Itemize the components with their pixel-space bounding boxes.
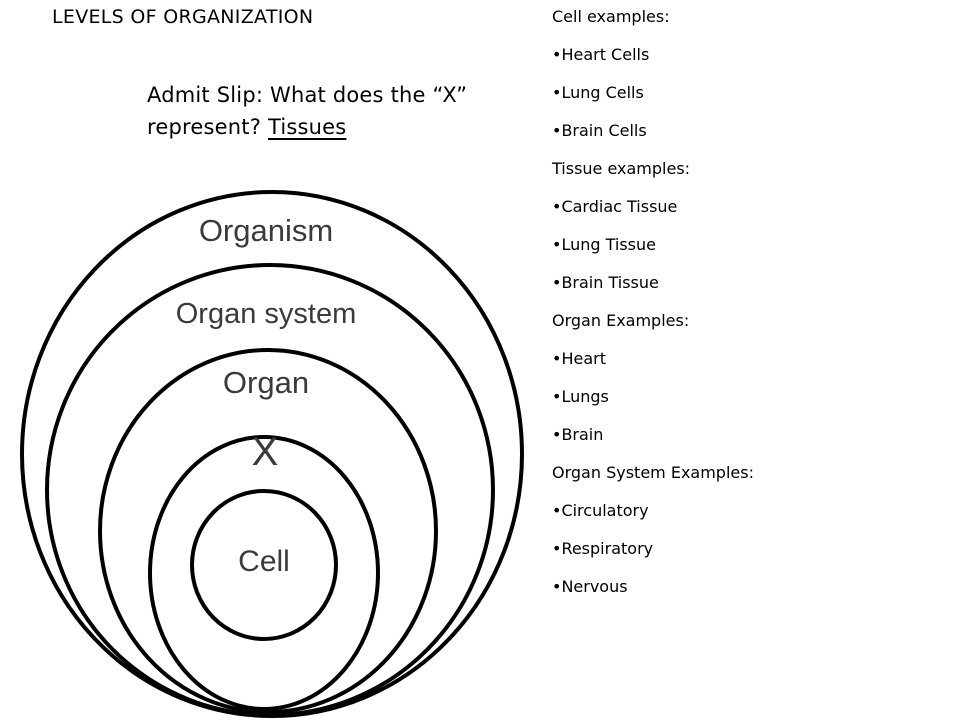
examples-list: Cell examples: Heart Cells Lung Cells Br…	[552, 7, 754, 615]
admit-slip-answer: Tissues	[267, 115, 347, 139]
organ-circle	[98, 348, 438, 714]
list-item: Lungs	[552, 387, 754, 406]
list-item: Brain Cells	[552, 121, 754, 140]
x-circle	[148, 435, 380, 711]
page-title: LEVELS OF ORGANIZATION	[52, 6, 314, 28]
cell-circle	[190, 489, 338, 641]
admit-slip-question-end: represent?	[147, 115, 262, 139]
organ-examples-items: Heart Lungs Brain	[552, 349, 754, 444]
list-item: Circulatory	[552, 501, 754, 520]
list-item: Cardiac Tissue	[552, 197, 754, 216]
tissue-examples-items: Cardiac Tissue Lung Tissue Brain Tissue	[552, 197, 754, 292]
list-item: Respiratory	[552, 539, 754, 558]
cell-examples: Cell examples: Heart Cells Lung Cells Br…	[552, 7, 754, 140]
organ-system-examples-items: Circulatory Respiratory Nervous	[552, 501, 754, 596]
list-item: Brain Tissue	[552, 273, 754, 292]
levels-diagram: Organism Organ system Organ X Cell	[20, 190, 524, 718]
admit-slip: Admit Slip: What does the “X” represent?…	[147, 79, 467, 143]
tissue-examples-heading: Tissue examples:	[552, 159, 691, 178]
organ-system-label: Organ system	[176, 298, 357, 330]
list-item: Nervous	[552, 577, 754, 596]
list-item: Heart Cells	[552, 45, 754, 64]
cell-examples-items: Heart Cells Lung Cells Brain Cells	[552, 45, 754, 140]
list-item: Lung Cells	[552, 83, 754, 102]
list-item: Brain	[552, 425, 754, 444]
organ-examples-heading: Organ Examples:	[552, 311, 690, 330]
cell-examples-heading: Cell examples:	[552, 7, 670, 26]
organism-label: Organism	[199, 213, 333, 248]
list-item: Lung Tissue	[552, 235, 754, 254]
organ-system-examples-heading: Organ System Examples:	[552, 463, 754, 482]
organ-system-examples: Organ System Examples: Circulatory Respi…	[552, 463, 754, 596]
organ-examples: Organ Examples: Heart Lungs Brain	[552, 311, 754, 444]
cell-label: Cell	[238, 545, 290, 578]
admit-slip-question-line2: represent? Tissues	[147, 111, 467, 143]
organ-label: Organ	[223, 365, 309, 400]
list-item: Heart	[552, 349, 754, 368]
x-label: X	[252, 430, 279, 474]
organ-system-circle	[45, 263, 495, 717]
tissue-examples: Tissue examples: Cardiac Tissue Lung Tis…	[552, 159, 754, 292]
admit-slip-question-line1: Admit Slip: What does the “X”	[147, 83, 468, 107]
